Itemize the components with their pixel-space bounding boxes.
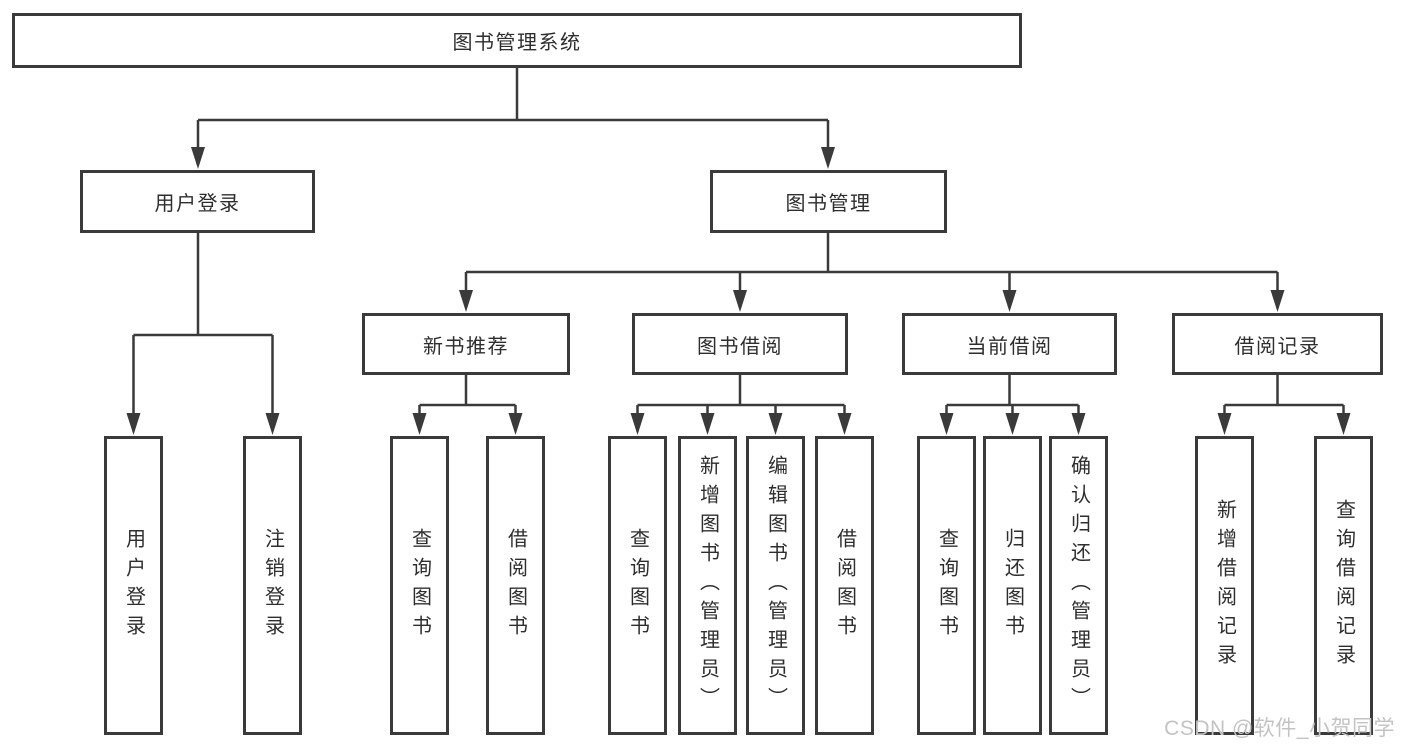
node-book-borrowing: 图书借阅	[632, 313, 848, 375]
leaf-query-books-borrowing: 查询图书	[608, 436, 667, 735]
connector-cur-borrow-to-leaves	[939, 375, 1086, 435]
leaf-query-borrow-record: 查询借阅记录	[1314, 436, 1373, 735]
node-label: 查询图书	[626, 527, 649, 644]
leaf-borrow-books-newrec: 借阅图书	[486, 436, 545, 735]
csdn-watermark: CSDN @软件_小贺同学	[1164, 717, 1395, 740]
node-user-login: 用户登录	[80, 170, 315, 233]
node-label: 借阅图书	[504, 527, 527, 644]
node-label: 借阅图书	[833, 527, 856, 644]
node-label: 新书推荐	[423, 335, 509, 358]
leaf-add-books-admin: 新增图书（管理员）	[678, 436, 737, 735]
node-label: 图书管理系统	[452, 32, 582, 54]
connector-root-to-level2	[191, 68, 835, 169]
node-label: 查询图书	[408, 527, 431, 644]
node-label: 归还图书	[1001, 527, 1024, 644]
node-label: 查询借阅记录	[1332, 498, 1355, 673]
connector-user-login-to-leaves	[126, 233, 280, 435]
leaf-logout: 注销登录	[243, 436, 302, 735]
node-label: 借阅记录	[1234, 335, 1321, 358]
node-new-book-recommendation: 新书推荐	[362, 313, 570, 375]
node-label: 图书借阅	[697, 335, 783, 358]
node-label: 新增图书（管理员）	[696, 455, 719, 716]
leaf-borrow-books-borrowing: 借阅图书	[815, 436, 874, 735]
node-label: 用户登录	[154, 193, 241, 215]
connector-book-borrow-to-leaves	[630, 375, 852, 435]
node-label: 当前借阅	[966, 335, 1053, 358]
node-label: 编辑图书（管理员）	[764, 455, 787, 716]
node-current-borrowing: 当前借阅	[902, 313, 1117, 375]
node-label: 用户登录	[122, 527, 145, 644]
node-library-management-system: 图书管理系统	[12, 13, 1022, 68]
leaf-query-books-current: 查询图书	[917, 436, 976, 735]
leaf-return-books: 归还图书	[983, 436, 1042, 735]
node-label: 确认归还（管理员）	[1067, 455, 1090, 716]
leaf-add-borrow-record: 新增借阅记录	[1195, 436, 1254, 735]
node-label: 图书管理	[785, 193, 872, 215]
connector-borrow-rec-to-leaves	[1217, 375, 1351, 435]
node-label: 查询图书	[935, 527, 958, 644]
leaf-confirm-return-admin: 确认归还（管理员）	[1049, 436, 1108, 735]
leaf-query-books-newrec: 查询图书	[390, 436, 449, 735]
node-label: 注销登录	[261, 527, 284, 644]
leaf-edit-books-admin: 编辑图书（管理员）	[746, 436, 805, 735]
connector-new-rec-to-leaves	[412, 375, 523, 435]
leaf-user-login: 用户登录	[104, 436, 163, 735]
node-borrowing-records: 借阅记录	[1172, 313, 1383, 375]
node-book-management: 图书管理	[710, 170, 947, 233]
connector-book-mgmt-to-level3	[459, 233, 1285, 312]
node-label: 新增借阅记录	[1213, 498, 1236, 673]
